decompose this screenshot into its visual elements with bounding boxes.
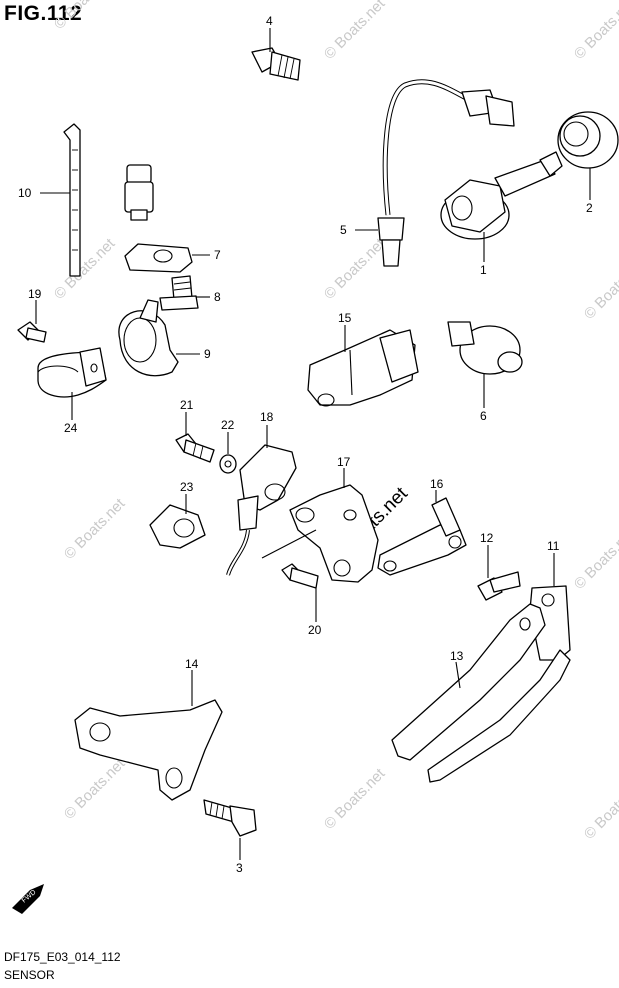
part-24-clamp bbox=[37, 347, 107, 398]
callout-17: 17 bbox=[337, 455, 351, 469]
part-22-washer bbox=[219, 454, 237, 474]
part-7-bracket bbox=[124, 243, 193, 273]
callout-24: 24 bbox=[64, 421, 78, 435]
part-19-bolt bbox=[17, 321, 47, 343]
callout-5: 5 bbox=[340, 223, 347, 237]
part-6-knock-sensor bbox=[447, 321, 523, 375]
part-1-sensor bbox=[440, 151, 563, 240]
part-14-bracket bbox=[74, 699, 223, 801]
part-21-bolt bbox=[175, 433, 215, 463]
part-16-link bbox=[377, 497, 467, 576]
leader-lines bbox=[35, 28, 591, 860]
watermark: © Boats.net bbox=[321, 765, 389, 833]
callout-3: 3 bbox=[236, 861, 243, 875]
watermark: © Boats.net bbox=[321, 235, 389, 303]
part-12-bolt bbox=[477, 571, 521, 601]
callout-15: 15 bbox=[338, 311, 352, 325]
part-5-sensor-wire bbox=[377, 79, 515, 267]
callout-19: 19 bbox=[28, 287, 42, 301]
callout-9: 9 bbox=[204, 347, 211, 361]
watermark: © Boats.net bbox=[581, 255, 619, 323]
callout-11: 11 bbox=[547, 539, 560, 553]
watermark: © Boats.net bbox=[51, 0, 119, 33]
callout-22: 22 bbox=[221, 418, 235, 432]
watermark: © Boats.net bbox=[61, 495, 129, 563]
figure-caption: SENSOR bbox=[4, 968, 55, 982]
callout-18: 18 bbox=[260, 410, 274, 424]
part-4-sensor-wire bbox=[124, 30, 301, 221]
callout-12: 12 bbox=[480, 531, 494, 545]
part-9-clamp bbox=[118, 299, 179, 377]
part-20-bolt bbox=[281, 563, 319, 589]
fwd-arrow-icon: FWD bbox=[12, 884, 44, 914]
callout-20: 20 bbox=[308, 623, 322, 637]
callout-6: 6 bbox=[480, 409, 487, 423]
watermark: © Boats.net bbox=[51, 235, 119, 303]
callout-21: 21 bbox=[180, 398, 194, 412]
callouts: 4 10 7 8 9 19 24 5 1 2 15 6 21 22 18 23 … bbox=[18, 14, 593, 875]
figure-code: DF175_E03_014_112 bbox=[4, 950, 121, 964]
watermark: © Boats.net bbox=[571, 0, 619, 63]
part-15-sensor bbox=[307, 329, 419, 407]
callout-14: 14 bbox=[185, 657, 199, 671]
part-23-clip bbox=[149, 504, 206, 549]
part-10-cable-tie bbox=[63, 123, 81, 277]
watermark: © Boats.net bbox=[581, 775, 619, 843]
part-13-lever bbox=[391, 603, 571, 783]
part-2-grommet bbox=[557, 111, 619, 169]
watermark: © Boats.net bbox=[61, 755, 129, 823]
callout-10: 10 bbox=[18, 186, 32, 200]
watermark: © Boats.net bbox=[571, 525, 619, 593]
callout-23: 23 bbox=[180, 480, 194, 494]
callout-16: 16 bbox=[430, 477, 444, 491]
callout-8: 8 bbox=[214, 290, 221, 304]
callout-1: 1 bbox=[480, 263, 487, 277]
callout-7: 7 bbox=[214, 248, 221, 262]
callout-4: 4 bbox=[266, 14, 273, 28]
watermark: © Boats.net bbox=[321, 0, 389, 63]
part-3-bolt bbox=[203, 799, 257, 837]
part-18-sensor bbox=[226, 444, 297, 576]
figure-title: FIG.112 bbox=[4, 2, 83, 25]
callout-2: 2 bbox=[586, 201, 593, 215]
part-8-bolt bbox=[159, 275, 199, 311]
part-17-bracket bbox=[289, 484, 379, 583]
callout-13: 13 bbox=[450, 649, 464, 663]
